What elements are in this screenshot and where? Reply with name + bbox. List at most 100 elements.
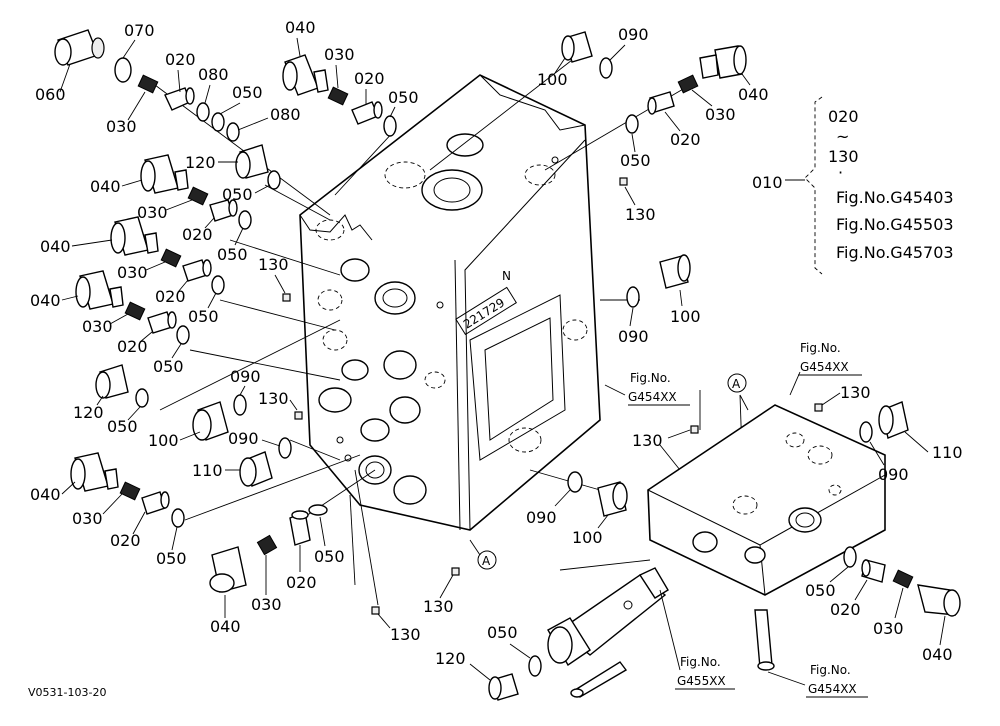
label-040-rr1: 040 <box>738 85 769 104</box>
label-110-sub: 110 <box>932 443 963 462</box>
bolt-130 <box>690 425 699 434</box>
poppet-020 <box>647 91 675 115</box>
spring-030 <box>119 481 141 501</box>
label-130-sub-a: 130 <box>632 431 663 450</box>
part-row-right-2 <box>626 254 691 308</box>
label-090-r7a: 090 <box>230 367 261 386</box>
label-120-cart: 120 <box>435 649 466 668</box>
label-070: 070 <box>124 21 155 40</box>
label-020-rr1: 020 <box>670 130 701 149</box>
valve-body: 221729 N <box>299 74 601 531</box>
part-row-cartridge <box>488 655 542 701</box>
plug-040 <box>140 154 189 194</box>
label-120-r3: 120 <box>185 153 216 172</box>
fig-ref-label-d: Fig.No. <box>810 663 851 677</box>
callout-dot: · <box>838 163 843 182</box>
plug-100 <box>561 31 593 63</box>
label-130-rr1: 130 <box>625 205 656 224</box>
label-130-body-b: 130 <box>390 625 421 644</box>
guide-lines <box>154 49 746 606</box>
label-050-cart: 050 <box>487 623 518 642</box>
label-090-sub: 090 <box>878 465 909 484</box>
label-020-r3: 020 <box>182 225 213 244</box>
poppet-020 <box>182 259 212 282</box>
label-100-r7: 100 <box>148 431 179 450</box>
o-ring-050 <box>383 115 397 137</box>
o-ring-050 <box>135 388 149 408</box>
figure-references: Fig.No. G454XX Fig.No. G454XX Fig.No. G4… <box>477 341 868 698</box>
ring-050 <box>211 112 225 132</box>
plug-040 <box>110 216 159 256</box>
marker-a-block: A <box>732 377 741 391</box>
drawing-code: V0531-103-20 <box>28 686 106 699</box>
spring-030 <box>327 86 349 106</box>
plug-110 <box>878 401 909 439</box>
long-bolt <box>754 609 775 671</box>
o-ring-090 <box>626 286 640 308</box>
label-030-sub: 030 <box>873 619 904 638</box>
callout-range-end: 130 <box>828 147 859 166</box>
ring-080 <box>196 102 210 122</box>
plug-040 <box>209 546 247 593</box>
spring-030 <box>677 74 699 94</box>
body-mark: N <box>502 269 511 283</box>
fig-ref-a: G454XX <box>628 390 677 404</box>
spring-030 <box>892 569 914 589</box>
spring-030 <box>137 74 159 94</box>
label-080-r1: 080 <box>198 65 229 84</box>
callout-fig-1: Fig.No.G45403 <box>836 188 954 207</box>
o-ring-090 <box>278 437 292 459</box>
label-020-r2: 020 <box>354 69 385 88</box>
assembly-callout: 020 ~ 130 · 010 Fig.No.G45403 Fig.No.G45… <box>752 96 954 275</box>
callout-assembly-number: 010 <box>752 173 783 192</box>
label-100-rr3: 100 <box>572 528 603 547</box>
plug-100 <box>597 481 628 517</box>
label-050-sub: 050 <box>805 581 836 600</box>
label-060: 060 <box>35 85 66 104</box>
spring-030 <box>124 301 146 321</box>
poppet-020 <box>164 87 195 111</box>
o-ring-050 <box>211 275 225 295</box>
spring-030 <box>160 248 182 268</box>
label-090-rr1: 090 <box>618 25 649 44</box>
cartridge-assembly <box>547 567 669 698</box>
poppet-020 <box>289 510 311 546</box>
o-ring-050 <box>308 504 328 516</box>
o-ring-070 <box>114 57 132 83</box>
label-110-r7: 110 <box>192 461 223 480</box>
poppet-020 <box>351 101 383 125</box>
bolt-130 <box>282 293 291 302</box>
label-040-r2: 040 <box>285 18 316 37</box>
label-100-rr2: 100 <box>670 307 701 326</box>
marker-a-body: A <box>482 554 491 568</box>
label-040-r8: 040 <box>30 485 61 504</box>
plug-040 <box>917 584 961 617</box>
part-row-sub-bottom <box>843 546 961 617</box>
label-090-rr3: 090 <box>526 508 557 527</box>
o-ring-050 <box>843 546 857 568</box>
plug-100 <box>659 254 691 289</box>
fig-ref-label-b: Fig.No. <box>800 341 841 355</box>
label-050-rr1: 050 <box>620 151 651 170</box>
label-030-r4: 030 <box>117 263 148 282</box>
label-040-sub: 040 <box>922 645 953 664</box>
label-030-r3: 030 <box>137 203 168 222</box>
label-050-r1: 050 <box>232 83 263 102</box>
label-130-r4: 130 <box>258 255 289 274</box>
plug-040 <box>75 270 124 310</box>
bolt-130 <box>371 606 380 615</box>
spring-030 <box>256 534 278 556</box>
plug-120 <box>235 144 269 179</box>
o-ring-050 <box>176 325 190 345</box>
label-030-r5: 030 <box>82 317 113 336</box>
label-080-r2: 080 <box>270 105 301 124</box>
label-050-r5: 050 <box>153 357 184 376</box>
callout-fig-2: Fig.No.G45503 <box>836 215 954 234</box>
plug-120 <box>95 364 129 399</box>
part-row-1 <box>54 29 240 142</box>
bolt-130 <box>451 567 460 576</box>
poppet-020 <box>141 491 170 515</box>
label-050-r2: 050 <box>388 88 419 107</box>
label-130-sub-b: 130 <box>840 383 871 402</box>
